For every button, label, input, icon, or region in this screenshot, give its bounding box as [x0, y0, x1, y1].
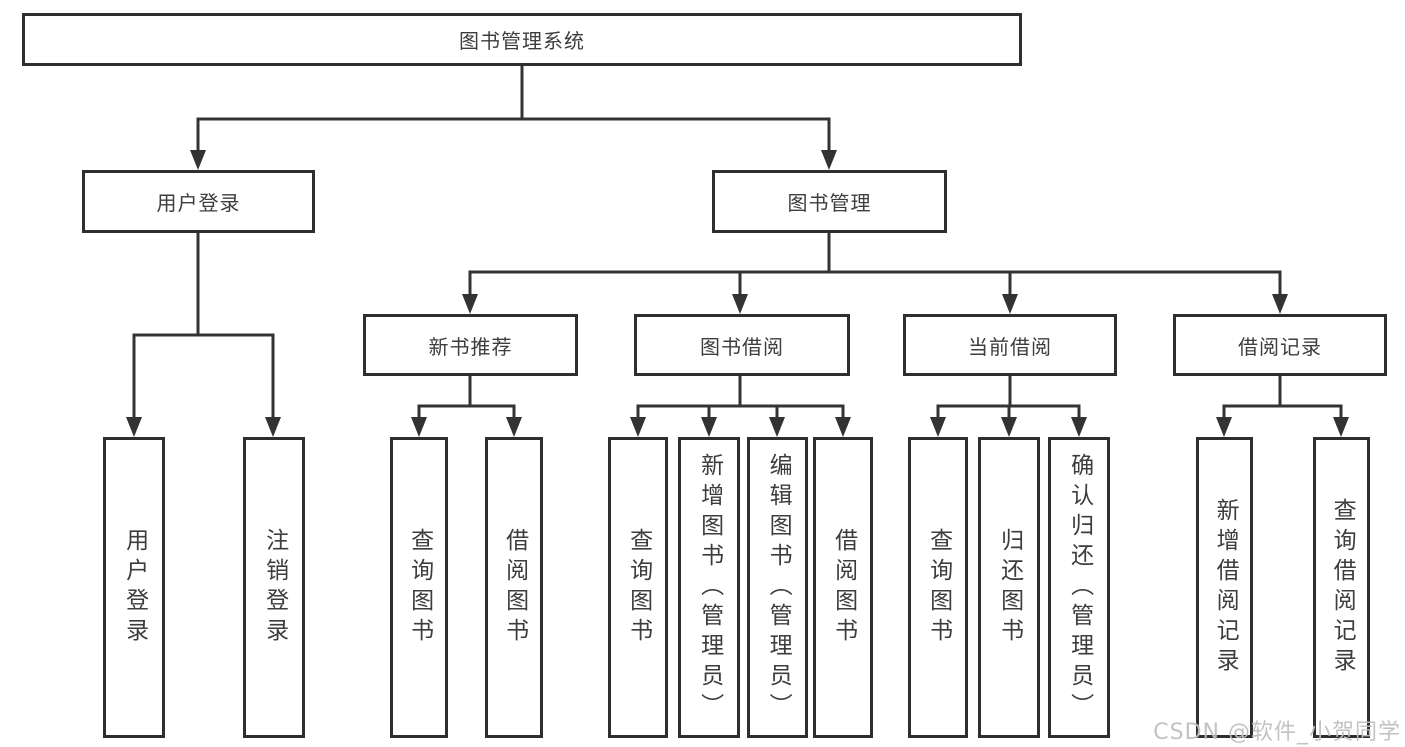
node-query-borrow-record: 查询借阅记录 [1313, 437, 1370, 738]
node-confirm-return-admin: 确认归还（管理员） [1048, 437, 1110, 738]
leaf-label: 查询图书 [925, 527, 952, 648]
node-user-login: 用户登录 [82, 170, 315, 233]
leaf-label: 查询借阅记录 [1329, 497, 1356, 678]
leaf-label: 查询图书 [406, 527, 433, 648]
node-logout: 注销登录 [243, 437, 305, 738]
arrow-down-icon [630, 417, 646, 437]
arrow-down-icon [411, 417, 427, 437]
arrow-down-icon [1071, 417, 1087, 437]
arrow-down-icon [1001, 417, 1017, 437]
arrow-down-icon [265, 417, 281, 437]
leaf-label: 归还图书 [996, 527, 1023, 648]
arrow-down-icon [1216, 417, 1232, 437]
arrow-down-icon [701, 417, 717, 437]
leaf-label: 编辑图书（管理员） [765, 452, 792, 723]
node-return-books: 归还图书 [978, 437, 1040, 738]
arrow-down-icon [1333, 417, 1349, 437]
leaf-label: 新增图书（管理员） [696, 452, 723, 723]
arrow-down-icon [462, 294, 478, 314]
leaf-label: 确认归还（管理员） [1066, 452, 1093, 723]
node-book-management: 图书管理 [712, 170, 947, 233]
node-user-login-leaf: 用户登录 [103, 437, 165, 738]
node-query-books-borrowing: 查询图书 [608, 437, 668, 738]
node-add-books-admin: 新增图书（管理员） [678, 437, 740, 738]
node-book-borrowing: 图书借阅 [634, 314, 850, 376]
node-borrowing-records: 借阅记录 [1173, 314, 1387, 376]
node-borrow-books-recommend: 借阅图书 [485, 437, 543, 738]
leaf-label: 用户登录 [121, 527, 148, 648]
node-edit-books-admin: 编辑图书（管理员） [747, 437, 808, 738]
watermark: CSDN @软件_小贺同学 [1153, 720, 1401, 745]
node-add-borrow-record: 新增借阅记录 [1196, 437, 1253, 738]
node-query-books-current: 查询图书 [908, 437, 968, 738]
arrow-down-icon [190, 150, 206, 170]
arrow-down-icon [769, 417, 785, 437]
arrow-down-icon [930, 417, 946, 437]
node-current-borrowing: 当前借阅 [903, 314, 1117, 376]
node-library-management-system: 图书管理系统 [22, 13, 1022, 66]
leaf-label: 新增借阅记录 [1212, 497, 1239, 678]
arrow-down-icon [1002, 294, 1018, 314]
arrow-down-icon [126, 417, 142, 437]
leaf-label: 查询图书 [625, 527, 652, 648]
node-query-books-recommend: 查询图书 [390, 437, 448, 738]
leaf-label: 注销登录 [261, 527, 288, 648]
leaf-label: 借阅图书 [501, 527, 528, 648]
arrow-down-icon [1272, 294, 1288, 314]
node-new-book-recommend: 新书推荐 [363, 314, 578, 376]
arrow-down-icon [506, 417, 522, 437]
node-borrow-books-borrowing: 借阅图书 [813, 437, 873, 738]
arrow-down-icon [821, 150, 837, 170]
arrow-down-icon [835, 417, 851, 437]
leaf-label: 借阅图书 [830, 527, 857, 648]
arrow-down-icon [732, 294, 748, 314]
